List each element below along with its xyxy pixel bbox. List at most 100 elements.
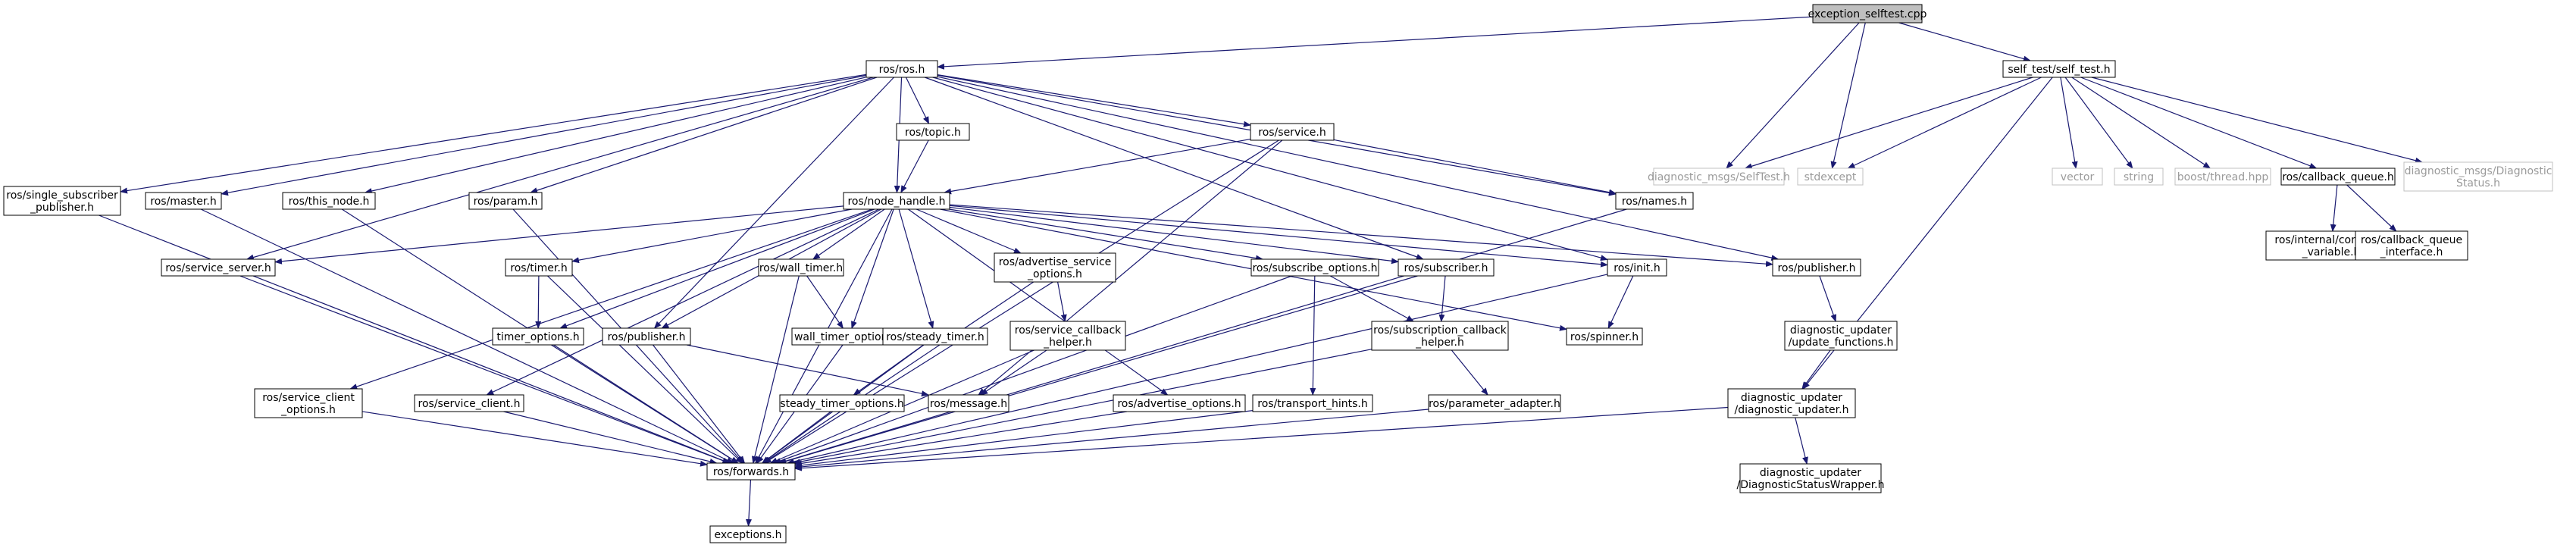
node-box <box>505 258 573 277</box>
node-label: ros/service.h <box>1258 127 1326 139</box>
node-wall-timer-opts[interactable]: wall_timer_options.h <box>791 327 906 346</box>
node-service[interactable]: ros/service.h <box>1250 123 1335 141</box>
edge-subscriber-to-forwards <box>778 275 1418 465</box>
node-box <box>1009 321 1126 351</box>
node-topic[interactable]: ros/topic.h <box>896 123 970 141</box>
node-dsw[interactable]: diagnostic_updater/DiagnosticStatusWrapp… <box>1736 463 1885 493</box>
node-stdexcept[interactable]: stdexcept <box>1797 168 1864 186</box>
node-box <box>2403 161 2553 192</box>
node-self-test-h[interactable]: self_test/self_test.h <box>2002 60 2116 78</box>
node-label: ros/node_handle.h <box>847 196 945 208</box>
node-message[interactable]: ros/message.h <box>928 394 1009 412</box>
node-diag-status[interactable]: diagnostic_msgs/DiagnosticStatus.h <box>2403 161 2553 192</box>
node-box <box>896 123 970 141</box>
node-label: timer_options.h <box>496 331 579 343</box>
node-boost-thread[interactable]: boost/thread.hpp <box>2174 168 2271 186</box>
node-diag-updater[interactable]: diagnostic_updater/diagnostic_updater.h <box>1727 388 1856 418</box>
edge-timer-to-forwards <box>547 275 743 464</box>
edge-service-to-node-handle <box>944 138 1251 195</box>
node-adv-srv-opts[interactable]: ros/advertise_service_options.h <box>994 252 1116 283</box>
node-vector[interactable]: vector <box>2052 168 2103 186</box>
edge-diag-updater-to-dsw <box>1795 417 1808 465</box>
edge-node-handle-to-wall-timer-opts <box>851 208 894 329</box>
edge-update-funcs-to-diag-updater <box>1801 349 1831 390</box>
edge-topic-to-node-handle <box>900 139 929 193</box>
node-label: _interface.h <box>2380 246 2443 258</box>
node-master[interactable]: ros/master.h <box>145 192 222 210</box>
node-label: ros/advertise_options.h <box>1117 398 1241 410</box>
node-label: ros/publisher.h <box>1777 262 1855 274</box>
edge-callback-queue-to-cbq-iface <box>2346 184 2397 232</box>
node-label: ros/this_node.h <box>289 196 370 208</box>
node-selftest-msg[interactable]: diagnostic_msgs/SelfTest.h <box>1648 168 1790 186</box>
node-label: ros/publisher.h <box>607 331 685 343</box>
node-sub-cb-helper[interactable]: ros/subscription_callback_helper.h <box>1371 321 1509 351</box>
node-sub-opts[interactable]: ros/subscribe_options.h <box>1250 258 1379 277</box>
node-timer-opts[interactable]: timer_options.h <box>492 327 584 346</box>
node-label: ros/names.h <box>1622 196 1687 208</box>
node-timer[interactable]: ros/timer.h <box>505 258 573 277</box>
node-box <box>145 192 222 210</box>
node-this-node[interactable]: ros/this_node.h <box>282 192 376 210</box>
node-label: self_test/self_test.h <box>2008 64 2110 76</box>
node-box <box>1371 321 1509 351</box>
node-param-adapter[interactable]: ros/parameter_adapter.h <box>1428 394 1561 412</box>
node-subscriber[interactable]: ros/subscriber.h <box>1398 258 1495 277</box>
node-srv-client[interactable]: ros/service_client.h <box>414 394 524 412</box>
edge-node-handle-to-init <box>949 205 1608 268</box>
node-label: ros/single_subscriber <box>6 189 118 202</box>
edge-node-handle-to-adv-opts <box>908 208 1169 396</box>
edge-root-to-stdexcept <box>1830 22 1866 169</box>
node-box <box>2114 168 2164 186</box>
node-srv-cb-helper[interactable]: ros/service_callback_helper.h <box>1009 321 1126 351</box>
node-string[interactable]: string <box>2114 168 2164 186</box>
edge-node-handle-to-publisher-top <box>949 204 1773 268</box>
edge-sub-opts-to-forwards <box>773 275 1292 464</box>
node-transport-hints[interactable]: ros/transport_hints.h <box>1252 394 1373 412</box>
node-spinner[interactable]: ros/spinner.h <box>1566 327 1643 346</box>
node-steady-timer[interactable]: ros/steady_timer.h <box>882 327 988 346</box>
node-ros-h[interactable]: ros/ros.h <box>865 60 938 78</box>
node-label: ros/steady_timer.h <box>886 331 984 343</box>
edge-param-adapter-to-forwards <box>794 409 1429 470</box>
node-param[interactable]: ros/param.h <box>468 192 543 210</box>
node-box <box>1607 258 1667 277</box>
edge-ros-h-to-param <box>530 77 878 193</box>
node-cbq-iface[interactable]: ros/callback_queue_interface.h <box>2355 230 2468 261</box>
node-label: ros/advertise_service <box>999 256 1112 268</box>
node-label: ros/init.h <box>1614 262 1660 274</box>
node-srv-client-opts[interactable]: ros/service_client_options.h <box>254 388 363 418</box>
node-label: diagnostic_updater <box>1760 467 1861 479</box>
edge-sub-opts-to-transport-hints <box>1310 275 1316 396</box>
node-label: ros/master.h <box>150 196 216 208</box>
node-label: ros/service_client <box>262 392 355 404</box>
node-publisher-top[interactable]: ros/publisher.h <box>1772 258 1861 277</box>
node-box <box>2355 230 2468 261</box>
node-update-funcs[interactable]: diagnostic_updater/update_functions.h <box>1784 321 1898 351</box>
edge-node-handle-to-srv-client <box>486 208 880 396</box>
node-box <box>882 327 988 346</box>
node-box <box>709 525 787 543</box>
node-adv-opts[interactable]: ros/advertise_options.h <box>1113 394 1246 412</box>
node-steady-timer-opts[interactable]: steady_timer_options.h <box>779 394 905 412</box>
node-publisher-mid[interactable]: ros/publisher.h <box>602 327 691 346</box>
node-wall-timer[interactable]: ros/wall_timer.h <box>758 258 844 277</box>
node-label: ros/service_client.h <box>418 398 521 410</box>
node-exceptions[interactable]: exceptions.h <box>709 525 787 543</box>
node-init[interactable]: ros/init.h <box>1607 258 1667 277</box>
edge-node-handle-to-wall-timer <box>812 208 885 260</box>
node-forwards[interactable]: ros/forwards.h <box>706 462 796 481</box>
node-callback-queue[interactable]: ros/callback_queue.h <box>2280 168 2396 186</box>
edge-node-handle-to-steady-timer <box>898 208 934 329</box>
node-root[interactable]: exception_selftest.cpp <box>1808 4 1927 23</box>
edge-srv-client-opts-to-forwards <box>362 411 708 467</box>
node-node-handle[interactable]: ros/node_handle.h <box>843 192 950 210</box>
edge-diag-updater-to-forwards <box>794 406 1729 471</box>
node-single-sub[interactable]: ros/single_subscriber_publisher.h <box>3 186 121 216</box>
node-label: /diagnostic_updater.h <box>1735 404 1849 416</box>
node-service-server[interactable]: ros/service_server.h <box>161 258 276 277</box>
node-box <box>928 394 1009 412</box>
edge-node-handle-to-srv-client-opts <box>349 208 873 390</box>
node-names[interactable]: ros/names.h <box>1615 192 1694 210</box>
